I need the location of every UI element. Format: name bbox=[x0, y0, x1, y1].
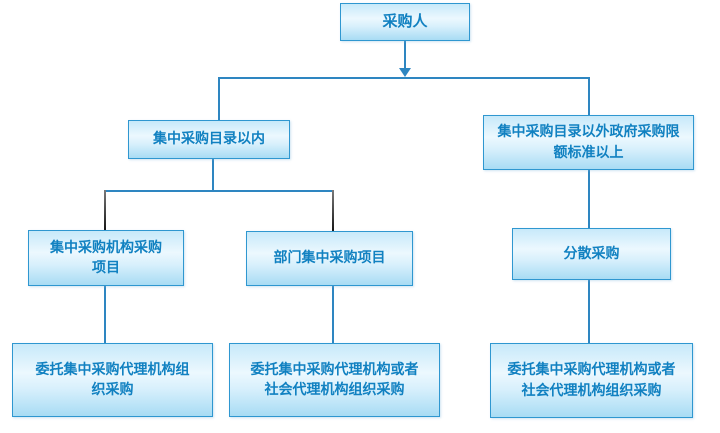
connector-purchaser-stem bbox=[404, 40, 406, 68]
node-purchaser: 采购人 bbox=[340, 3, 470, 41]
node-central-agency-project-label: 集中采购机构采购项目 bbox=[50, 239, 162, 276]
node-entrust-central-or-social-right: 委托集中采购代理机构或者社会代理机构组织采购 bbox=[490, 343, 693, 418]
connector-department-to-entrust bbox=[332, 285, 334, 343]
node-purchaser-label: 采购人 bbox=[382, 12, 428, 31]
connector-outside-to-decentralized bbox=[588, 169, 590, 229]
node-within-catalog-label: 集中采购目录以内 bbox=[153, 131, 265, 148]
node-within-catalog: 集中采购目录以内 bbox=[128, 120, 290, 159]
node-department-project: 部门集中采购项目 bbox=[246, 231, 413, 286]
connector-within-catalog-stem bbox=[212, 158, 214, 191]
connector-department-project-drop bbox=[332, 190, 334, 232]
connector-agency-project-drop bbox=[104, 190, 106, 231]
node-outside-catalog: 集中采购目录以外政府采购限额标准以上 bbox=[483, 115, 694, 170]
node-central-agency-project: 集中采购机构采购项目 bbox=[28, 230, 184, 286]
node-decentralized-procurement-label: 分散采购 bbox=[563, 245, 620, 262]
connector-right-branch bbox=[588, 77, 590, 116]
node-entrust-central-or-social-mid: 委托集中采购代理机构或者社会代理机构组织采购 bbox=[229, 343, 440, 417]
node-entrust-central-agency-label: 委托集中采购代理机构组织采购 bbox=[35, 361, 190, 398]
connector-level2-horizontal bbox=[104, 190, 334, 192]
node-entrust-central-or-social-right-label: 委托集中采购代理机构或者社会代理机构组织采购 bbox=[507, 362, 676, 399]
node-entrust-central-or-social-mid-label: 委托集中采购代理机构或者社会代理机构组织采购 bbox=[250, 361, 419, 398]
node-decentralized-procurement: 分散采购 bbox=[512, 228, 671, 280]
node-entrust-central-agency: 委托集中采购代理机构组织采购 bbox=[12, 343, 213, 417]
node-department-project-label: 部门集中采购项目 bbox=[273, 250, 386, 267]
connector-level1-horizontal bbox=[218, 77, 590, 79]
down-arrowhead-icon bbox=[399, 68, 411, 77]
node-outside-catalog-label: 集中采购目录以外政府采购限额标准以上 bbox=[497, 124, 680, 161]
connector-left-branch bbox=[218, 77, 220, 121]
connector-agency-to-entrust bbox=[104, 285, 106, 343]
connector-decentralized-to-entrust bbox=[588, 279, 590, 343]
